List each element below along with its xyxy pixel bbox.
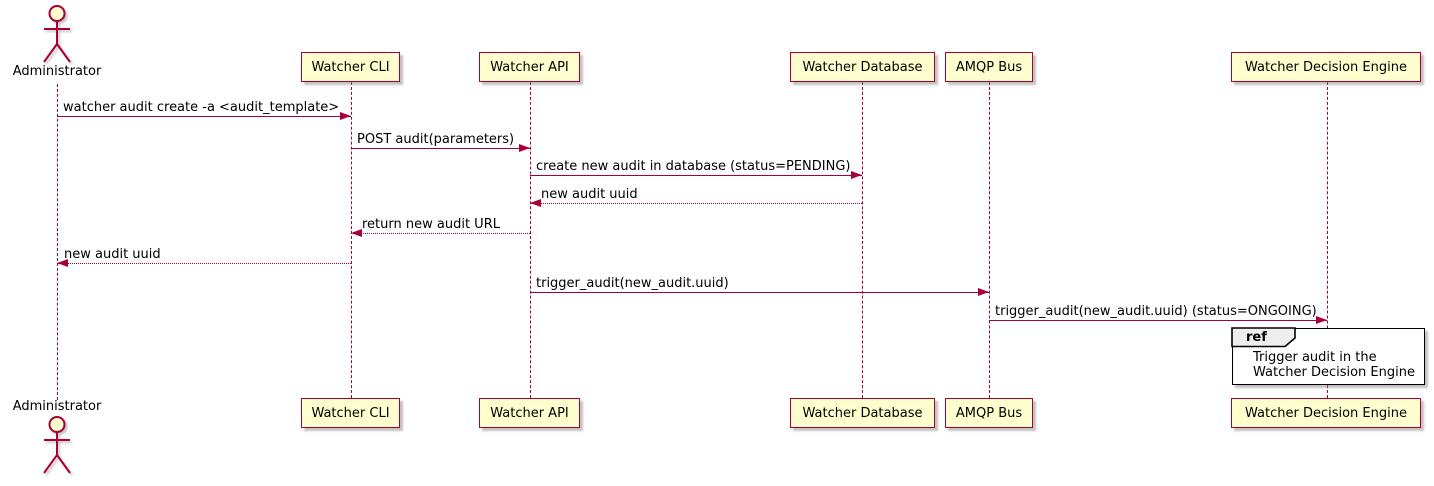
participant-watcher-api-bottom: Watcher API: [479, 398, 580, 428]
participant-label: Watcher CLI: [311, 405, 390, 421]
return-message-line: [57, 263, 351, 264]
message-label: return new audit URL: [362, 217, 500, 232]
participant-label: Watcher CLI: [311, 59, 390, 75]
lifeline-watcher-api: [530, 82, 531, 398]
lifeline-watcher-decision-engine: [1327, 82, 1328, 398]
participant-amqp-bus-bottom: AMQP Bus: [945, 398, 1033, 428]
participant-label: Watcher API: [490, 59, 569, 75]
lifeline-watcher-cli: [351, 82, 352, 398]
arrowhead-left-icon: [57, 259, 68, 267]
arrowhead-left-icon: [351, 229, 362, 237]
participant-watcher-database-bottom: Watcher Database: [790, 398, 935, 428]
message-label: watcher audit create -a <audit_template>: [63, 100, 340, 115]
participant-watcher-decision-engine-bottom: Watcher Decision Engine: [1231, 398, 1421, 428]
return-message-line: [530, 203, 862, 204]
ref-keyword: ref: [1246, 330, 1267, 345]
participant-watcher-cli-top: Watcher CLI: [301, 52, 400, 82]
message-label: trigger_audit(new_audit.uuid): [536, 276, 729, 291]
participant-label: AMQP Bus: [955, 59, 1023, 75]
lifeline-watcher-database: [862, 82, 863, 398]
participant-label: AMQP Bus: [955, 405, 1023, 421]
message-label: POST audit(parameters): [357, 132, 515, 147]
participant-administrator-top: Administrator: [12, 64, 102, 79]
message-line: [989, 320, 1327, 321]
message-label: new audit uuid: [64, 247, 161, 262]
participant-watcher-database-top: Watcher Database: [790, 52, 935, 82]
participant-label: Watcher Decision Engine: [1245, 405, 1407, 421]
ref-text-line: Trigger audit in the: [1253, 350, 1377, 365]
lifeline-amqp-bus: [989, 82, 990, 398]
message-label: new audit uuid: [541, 187, 638, 202]
ref-fragment: ref Trigger audit in the Watcher Decisio…: [1231, 327, 1425, 385]
message-line: [57, 116, 351, 117]
message-line: [530, 292, 989, 293]
message-line: [530, 175, 862, 176]
participant-label: Watcher Database: [802, 405, 923, 421]
participant-watcher-api-top: Watcher API: [479, 52, 580, 82]
participant-watcher-cli-bottom: Watcher CLI: [301, 398, 400, 428]
arrowhead-right-icon: [851, 171, 862, 179]
message-label: create new audit in database (status=PEN…: [536, 159, 851, 174]
participant-watcher-decision-engine-top: Watcher Decision Engine: [1231, 52, 1421, 82]
lifeline-administrator: [57, 84, 58, 400]
message-line: [351, 148, 530, 149]
arrowhead-right-icon: [340, 112, 351, 120]
ref-text-line: Watcher Decision Engine: [1253, 365, 1415, 380]
arrowhead-right-icon: [519, 144, 530, 152]
actor-icon: [43, 416, 71, 474]
arrowhead-left-icon: [530, 199, 541, 207]
actor-icon: [43, 5, 71, 63]
participant-administrator-bottom: Administrator: [12, 399, 102, 414]
participant-label: Watcher API: [490, 405, 569, 421]
return-message-line: [351, 233, 530, 234]
ref-text: Trigger audit in the Watcher Decision En…: [1253, 350, 1415, 380]
participant-label: Watcher Database: [802, 59, 923, 75]
message-label: trigger_audit(new_audit.uuid) (status=ON…: [995, 304, 1317, 319]
arrowhead-right-icon: [1316, 316, 1327, 324]
participant-label: Watcher Decision Engine: [1245, 59, 1407, 75]
ref-tab-icon: [1231, 327, 1297, 348]
arrowhead-right-icon: [978, 288, 989, 296]
participant-amqp-bus-top: AMQP Bus: [945, 52, 1033, 82]
